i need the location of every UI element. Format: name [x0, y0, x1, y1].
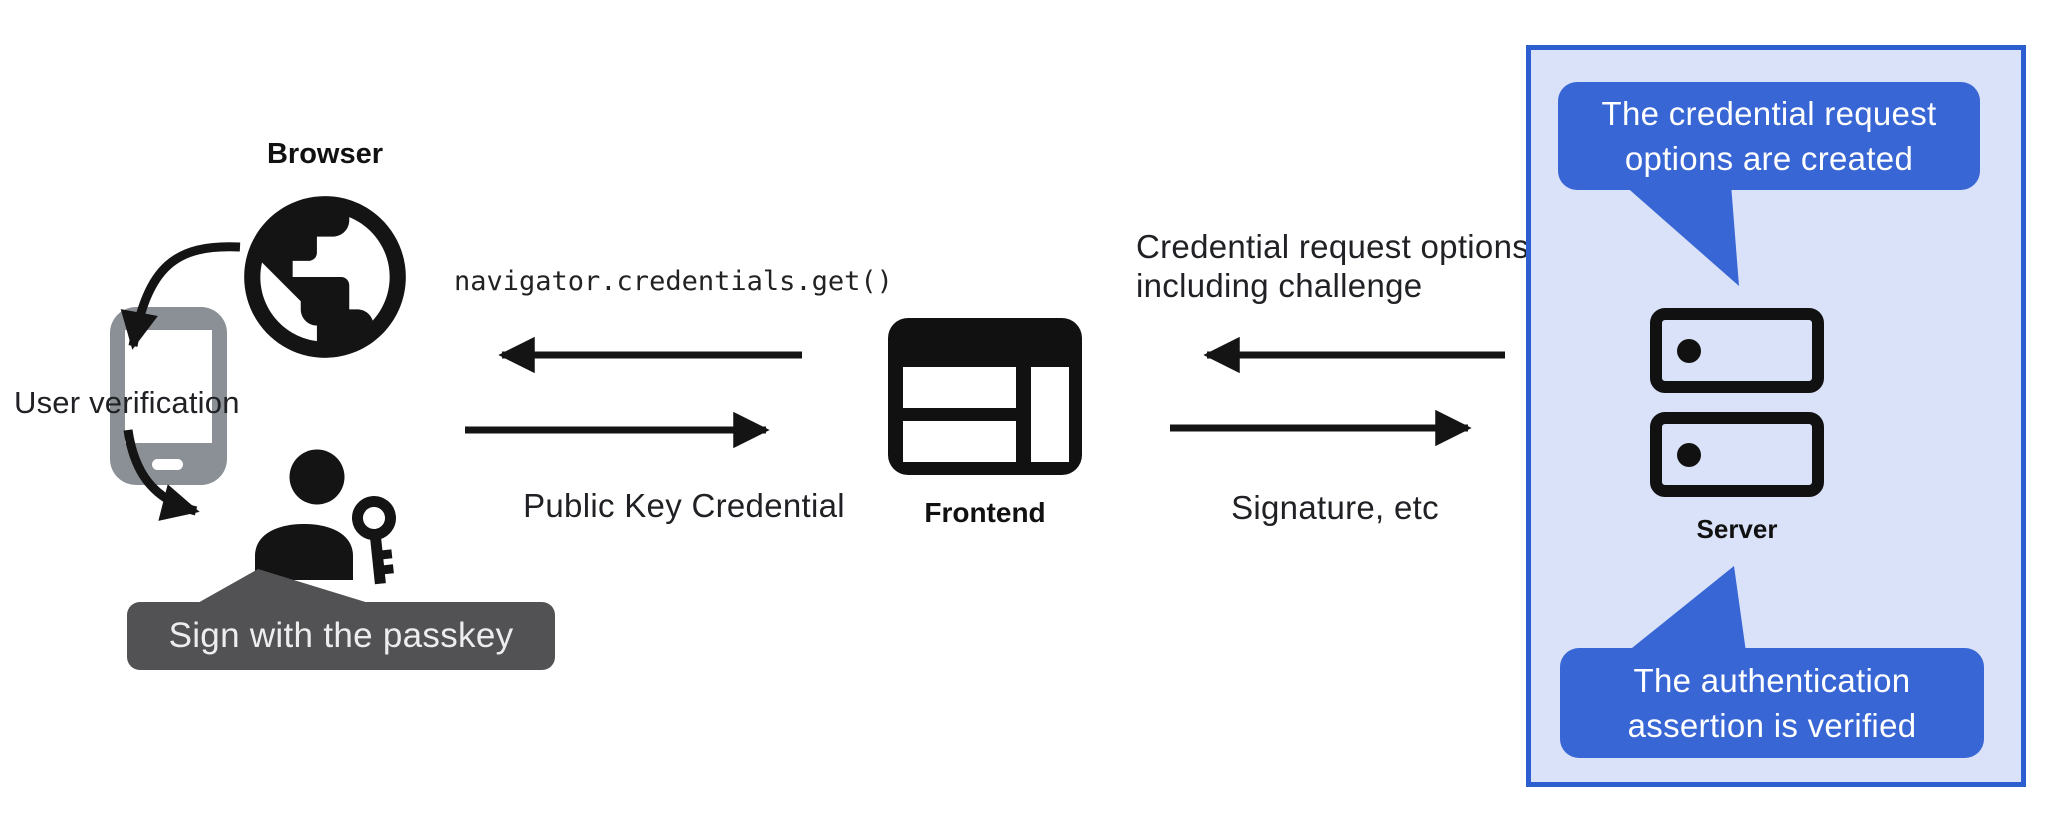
- credential-request-line2: including challenge: [1136, 267, 1423, 304]
- credential-request-line1: Credential request options,: [1136, 228, 1539, 265]
- server-label: Server: [1696, 514, 1778, 544]
- top-bubble-line2: options are created: [1624, 140, 1914, 177]
- person-icon: [255, 449, 353, 580]
- tooltip-pointer: [196, 569, 372, 604]
- browser-window-icon: [888, 318, 1082, 475]
- top-bubble-line1: The credential request: [1601, 95, 1937, 132]
- bottom-bubble-line1: The authentication: [1633, 662, 1911, 699]
- top-bubble-tail: [1623, 184, 1739, 286]
- server-led-dot-2: [1677, 443, 1701, 467]
- bottom-speech-bubble: The authentication assertion is verified: [1560, 648, 1984, 758]
- globe-icon: [244, 196, 406, 358]
- public-key-credential-label: Public Key Credential: [523, 487, 845, 524]
- smartphone-home-bar: [152, 459, 183, 470]
- frontend-label: Frontend: [924, 497, 1046, 528]
- top-speech-bubble: The credential request options are creat…: [1558, 82, 1980, 190]
- server-icon: [1650, 308, 1824, 393]
- server-icon-2: [1650, 412, 1824, 497]
- browser-label: Browser: [266, 138, 384, 170]
- bottom-bubble-tail: [1627, 566, 1746, 652]
- passkey-tooltip: Sign with the passkey: [127, 602, 555, 670]
- bottom-bubble-line2: assertion is verified: [1627, 707, 1917, 744]
- get-call-text: navigator.credentials.get(): [454, 266, 893, 297]
- server-led-dot: [1677, 339, 1701, 363]
- key-icon: [352, 496, 396, 585]
- credential-request-label: Credential request options, including ch…: [1136, 227, 1539, 305]
- curved-arrow-phone-to-user: [123, 429, 200, 521]
- curved-arrow-browser-to-phone: [120, 242, 241, 350]
- user-verification-label: User verification: [14, 385, 240, 420]
- passkey-tooltip-text: Sign with the passkey: [168, 616, 514, 655]
- signature-label: Signature, etc: [1231, 489, 1439, 526]
